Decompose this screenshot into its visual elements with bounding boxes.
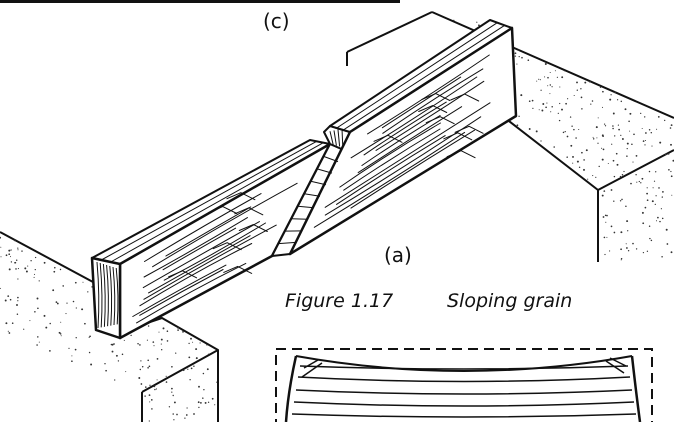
label-c: (c) [263, 9, 290, 33]
figure-caption-title: Sloping grain [447, 290, 572, 312]
inset-growth-rings [291, 357, 637, 418]
wood-grain-lines [100, 22, 506, 324]
figure-caption-number: Figure 1.17 [285, 290, 393, 312]
label-a: (a) [384, 243, 412, 267]
split-face-hatch [278, 128, 344, 245]
end-grain-lines [96, 261, 119, 329]
beam-end-face [90, 256, 122, 340]
inset-diagram [275, 348, 653, 422]
inset-dashed-frame [275, 348, 653, 422]
inset-top-curve [295, 355, 633, 372]
inset-left-edge [284, 355, 298, 422]
left-block-stipple [0, 236, 218, 422]
inset-right-edge [630, 355, 642, 422]
right-support-block [346, 11, 674, 262]
beam-right-side-face [288, 26, 518, 256]
